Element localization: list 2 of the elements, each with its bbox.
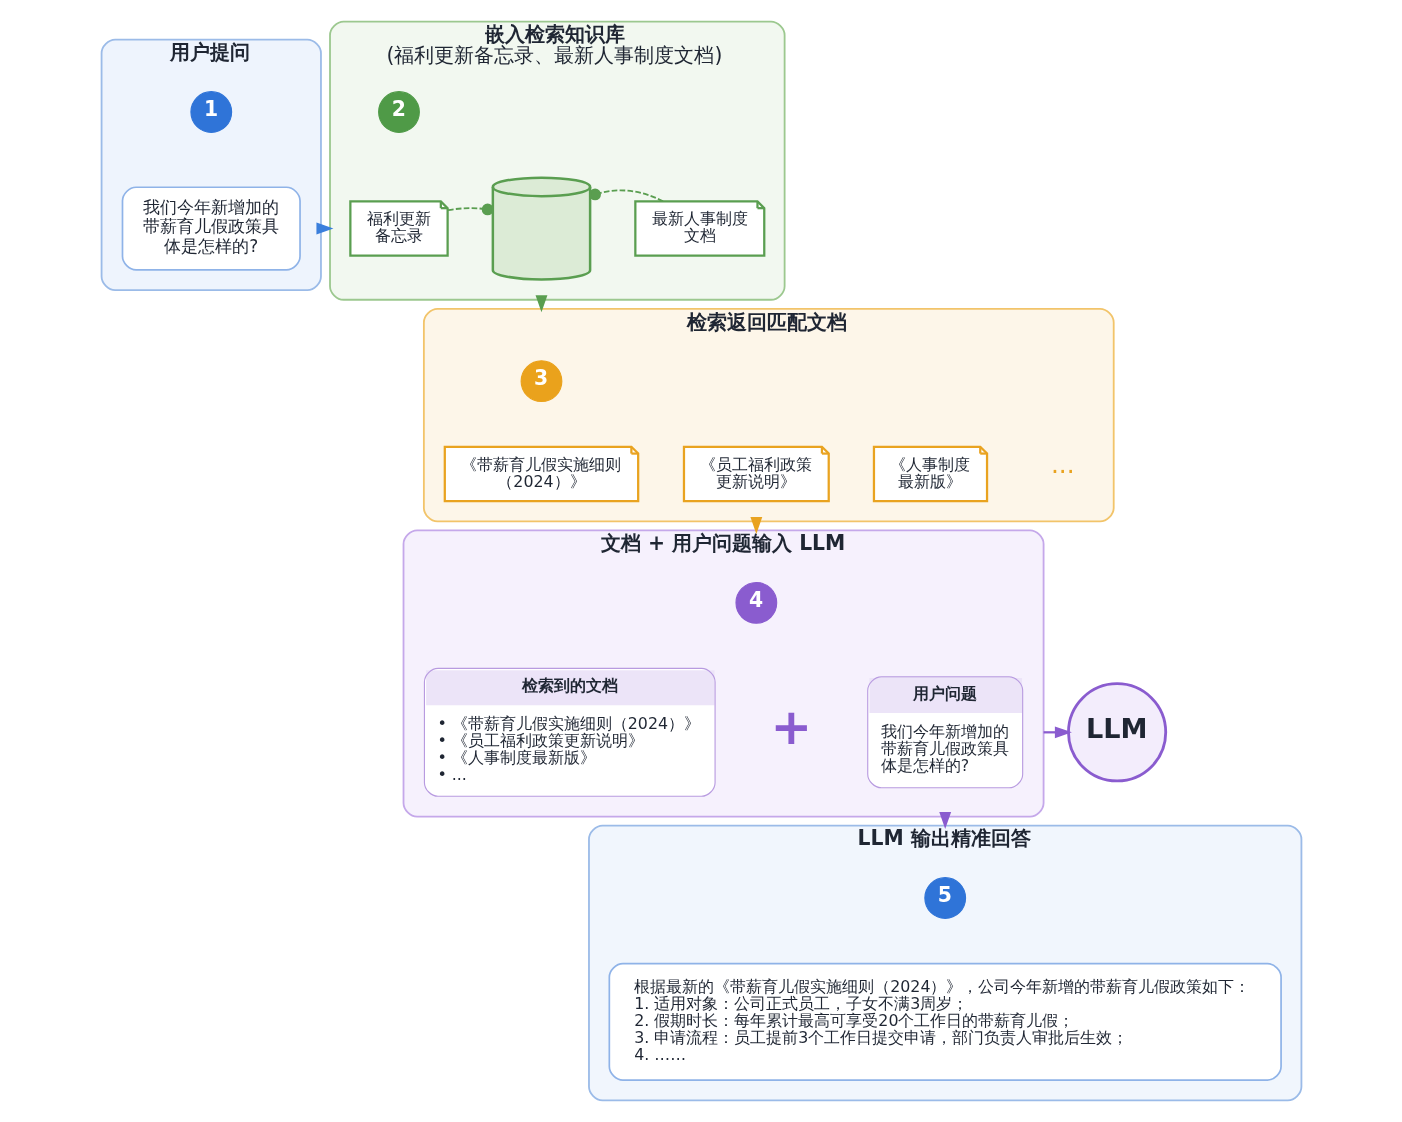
- label: ···: [1050, 457, 1075, 487]
- label: +: [769, 697, 812, 756]
